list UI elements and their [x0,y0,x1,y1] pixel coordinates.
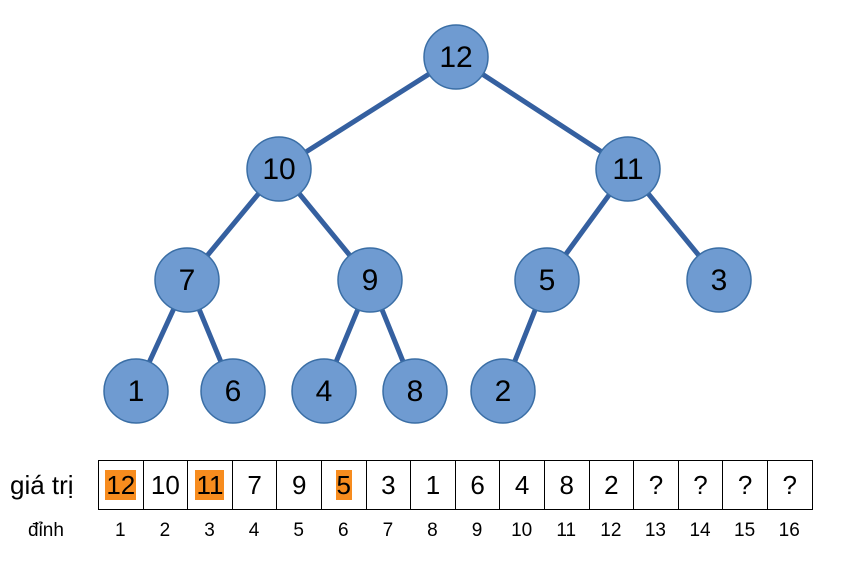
tree-node-circle [103,358,169,424]
tree-node-value: 5 [539,264,556,297]
array-cell-value: ? [693,470,708,500]
tree-node-circle [686,247,752,313]
tree-node-value: 12 [439,41,472,74]
tree-node: 5 [514,247,580,313]
tree-node: 4 [291,358,357,424]
array-cell-value: 11 [195,470,225,500]
array-cell: 11 [188,461,233,509]
array-index: 14 [689,520,711,541]
tree-node-circle [423,24,489,90]
array-cell: 3 [367,461,412,509]
array-index: 2 [159,520,171,541]
array-index: 6 [337,520,349,541]
tree-node-circle [470,358,536,424]
array-index: 11 [556,520,577,541]
array-cell-value: 2 [604,470,619,500]
tree-node-circle [291,358,357,424]
tree-node: 10 [246,136,312,202]
tree-node-value: 4 [316,375,333,408]
array-index: 12 [600,520,622,541]
tree-node-circle [595,136,661,202]
tree-node: 12 [423,24,489,90]
array-cell: 6 [456,461,501,509]
tree-node-value: 9 [362,264,379,297]
tree-node: 6 [200,358,266,424]
array-index: 5 [293,520,304,541]
array-index: 3 [204,520,215,541]
array-cell: 2 [590,461,635,509]
tree-node-value: 3 [711,264,728,297]
array-cell: 9 [277,461,322,509]
array-cell-value: ? [737,470,753,500]
array-cell-value: 1 [425,470,441,500]
array-index: 7 [382,520,394,541]
array-cell: ? [634,461,679,509]
tree-edge [453,54,631,172]
index-row-label: đỉnh [28,520,64,541]
array-cell-value: 5 [335,470,352,500]
tree-node-value: 7 [179,264,196,297]
tree-node: 7 [154,247,220,313]
array-index: 4 [248,520,260,541]
array-cell-value: 10 [150,470,180,500]
tree-node-value: 6 [225,375,242,408]
tree-node-circle [514,247,580,313]
array-index: 1 [115,520,126,541]
array-cell: 5 [322,461,367,509]
tree-node-circle [382,358,448,424]
array-cell: 10 [144,461,189,509]
tree-edge [276,54,459,172]
tree-edges [133,54,722,394]
array-cell-value: ? [782,470,797,500]
array-cell: 1 [411,461,456,509]
array-cell-value: 8 [559,470,574,500]
array-index: 13 [644,520,666,541]
tree-node-circle [246,136,312,202]
array-index: 8 [427,520,438,541]
tree-node-value: 10 [262,153,295,186]
array-index: 10 [511,520,533,541]
tree-node: 1 [103,358,169,424]
tree-node-value: 11 [612,153,643,186]
array-cell-value: 3 [381,470,396,500]
tree-node: 2 [470,358,536,424]
tree-node: 11 [595,136,661,202]
array-cell-value: 7 [247,470,262,500]
array-cell-value: ? [648,470,664,500]
tree-nodes: 12 10 11 7 9 5 3 1 6 4 8 2 [103,24,752,424]
tree-node-value: 1 [128,375,145,408]
tree-node-value: 2 [495,375,512,408]
array-cell: ? [768,461,813,509]
tree-node-circle [154,247,220,313]
tree-node-circle [200,358,266,424]
array-cell: 8 [545,461,590,509]
array-cell: ? [723,461,768,509]
array-cell: 12 [99,461,144,509]
array-index: 15 [734,520,756,541]
array-index: 16 [778,520,800,541]
value-row-label: giá trị [10,470,74,500]
array-cell-value: 9 [291,470,307,500]
array-index: 9 [471,520,483,541]
tree-node: 3 [686,247,752,313]
tree-node-value: 8 [407,375,424,408]
tree-node: 8 [382,358,448,424]
array-cell: 7 [233,461,278,509]
array-cell-value: 4 [514,470,530,500]
array-cell-value: 6 [470,470,485,500]
array-cell: 4 [500,461,545,509]
array-cell-value: 12 [105,470,137,500]
heap-tree-diagram: 12 10 11 7 9 5 3 1 6 4 8 2 [103,24,752,424]
tree-node: 9 [337,247,403,313]
array-cell: ? [679,461,724,509]
tree-node-circle [337,247,403,313]
